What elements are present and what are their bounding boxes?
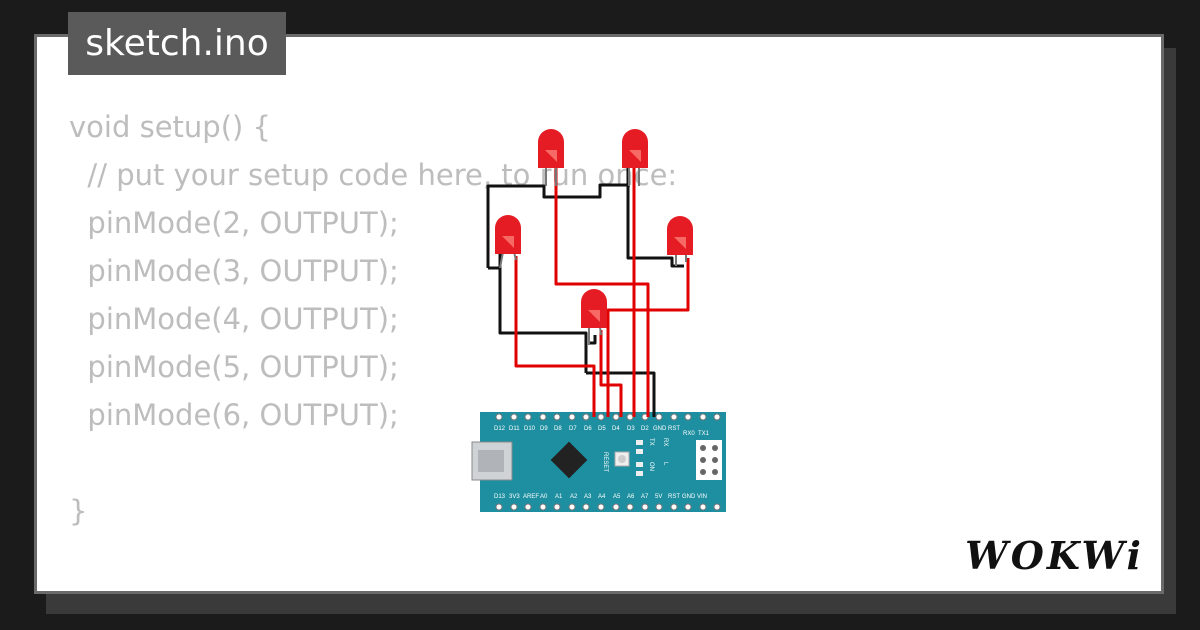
led-4[interactable] — [667, 216, 693, 266]
pin-label: VIN — [697, 494, 707, 500]
wire-gnd[interactable] — [588, 335, 597, 345]
pin-label: D2 — [641, 426, 649, 432]
led-glint — [545, 150, 557, 162]
pin-label: D4 — [612, 426, 620, 432]
tx-label: TX — [648, 438, 654, 446]
wire-gnd[interactable] — [486, 183, 630, 268]
pin-label: A5 — [613, 494, 621, 500]
reset-button-cap — [618, 455, 626, 463]
pin-label: RST — [668, 494, 680, 500]
led-5[interactable] — [581, 289, 607, 345]
led-glint — [588, 310, 600, 322]
led-1[interactable] — [538, 129, 564, 186]
pin-label: RST — [668, 426, 680, 432]
led-3[interactable] — [495, 215, 521, 269]
pin-label: RX0 — [683, 431, 695, 437]
led-indicator — [636, 449, 643, 454]
wire-d2[interactable] — [554, 168, 650, 417]
rx-label: RX — [662, 438, 668, 446]
pin-label: D3 — [627, 426, 635, 432]
wire-d5[interactable] — [606, 258, 690, 417]
pin-label: AREF — [523, 494, 539, 500]
wire-gnd[interactable] — [498, 268, 588, 373]
code-line: pinMode(2, OUTPUT); — [69, 206, 399, 240]
code-line: pinMode(4, OUTPUT); — [69, 302, 399, 336]
reset-label: RESET — [602, 452, 608, 472]
pin-label: D7 — [569, 426, 577, 432]
pin-label: A4 — [598, 494, 606, 500]
pin-label: A1 — [555, 494, 563, 500]
code-line: void loop() { — [69, 583, 677, 591]
icsp-header — [696, 440, 722, 480]
pin-label: D6 — [584, 426, 592, 432]
pin-label: D9 — [540, 426, 548, 432]
pin-label: 5V — [655, 494, 662, 500]
code-line: pinMode(6, OUTPUT); — [69, 398, 399, 432]
led-body — [495, 215, 521, 254]
led-leg — [499, 251, 504, 269]
led-body — [581, 289, 607, 328]
led-glint — [629, 150, 641, 162]
code-line: pinMode(3, OUTPUT); — [69, 254, 399, 288]
pin-label: A6 — [627, 494, 635, 500]
pin-label: A2 — [570, 494, 578, 500]
wire-d4[interactable] — [599, 330, 623, 417]
led-indicator — [636, 462, 643, 467]
led-indicator — [636, 440, 643, 445]
pin-header-bottom — [495, 503, 721, 511]
pin-header-top — [495, 413, 721, 421]
pin-label: D10 — [524, 426, 536, 432]
pin-label: D11 — [509, 426, 520, 432]
code-line: pinMode(5, OUTPUT); — [69, 350, 399, 384]
code-line: } — [69, 494, 88, 528]
led-2[interactable] — [622, 129, 648, 186]
code-line: void setup() { — [69, 110, 271, 144]
led-body — [667, 216, 693, 255]
pin-label: D8 — [554, 426, 562, 432]
pin-label: GND — [682, 494, 696, 500]
pin-label: 3V3 — [509, 494, 520, 500]
led-glint — [674, 237, 686, 249]
wokwi-logo: WOKWi — [965, 533, 1144, 578]
pin-label: D13 — [494, 494, 506, 500]
pin-label: TX1 — [698, 431, 710, 437]
pin-label: A0 — [540, 494, 548, 500]
icsp-pins — [700, 445, 718, 475]
pin-label: A7 — [641, 494, 649, 500]
led-indicator — [636, 471, 643, 476]
led-body — [622, 129, 648, 168]
pin-label: A3 — [584, 494, 592, 500]
on-label: ON — [648, 462, 654, 471]
led-glint — [502, 236, 514, 248]
wire-d6[interactable] — [514, 256, 596, 417]
chip — [550, 441, 588, 479]
pin-label: GND — [653, 426, 667, 432]
led-body — [538, 129, 564, 168]
filename-tab[interactable]: sketch.ino — [68, 12, 286, 75]
l-label: L — [662, 462, 668, 466]
pin-label: D5 — [598, 426, 606, 432]
usb-port-inner — [478, 450, 504, 472]
pin-label: D12 — [494, 426, 506, 432]
board-body — [480, 412, 726, 512]
led-leg — [599, 326, 602, 336]
arduino-nano-board[interactable]: RESET TX RX ON L D12 D11 D10 D9 D8 D7 D6… — [471, 412, 726, 512]
